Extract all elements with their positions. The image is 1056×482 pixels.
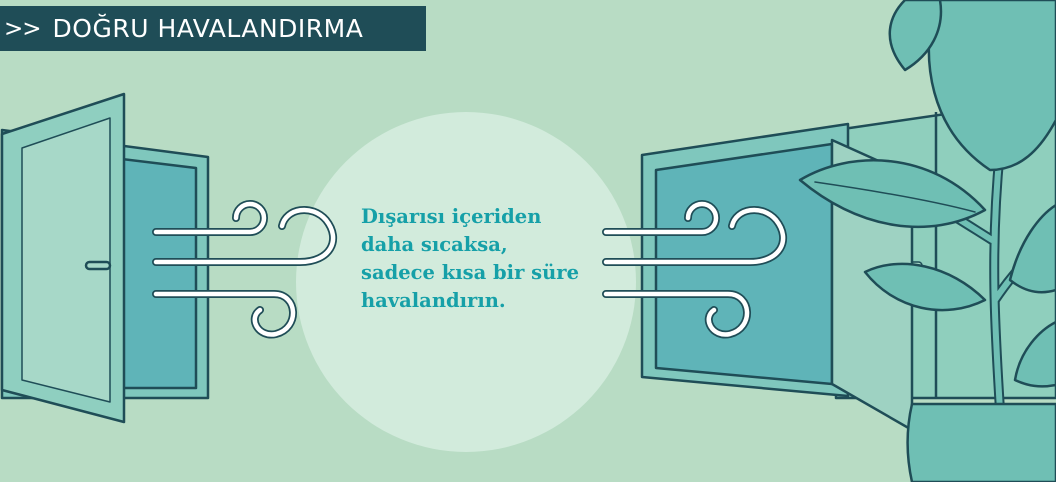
plant-icon <box>798 0 1056 482</box>
left-window-sash-glass <box>21 117 111 403</box>
plant-leaf-lower-left <box>863 262 987 312</box>
wind-right-icon <box>602 200 788 339</box>
left-window-handle-icon <box>84 260 112 271</box>
plant-leaf-left <box>798 159 987 229</box>
center-circle <box>296 112 636 452</box>
header-prefix: >> <box>4 15 42 42</box>
header-bar: >> DOĞRU HAVALANDIRMA <box>0 6 426 51</box>
message-line: havalandırın. <box>361 289 506 312</box>
wind-left-icon <box>152 200 338 339</box>
message-line: daha sıcaksa, <box>361 233 508 256</box>
left-window-icon <box>0 92 210 424</box>
message-text: Dışarısı içeriden daha sıcaksa, sadece k… <box>361 203 621 315</box>
message-line: Dışarısı içeriden <box>361 205 542 228</box>
plant-pot <box>906 402 1056 482</box>
plant-leaf-tip <box>888 0 943 72</box>
message-line: sadece kısa bir süre <box>361 261 579 284</box>
page-title: DOĞRU HAVALANDIRMA <box>52 14 364 43</box>
plant-leaf-right-low <box>1013 320 1056 388</box>
